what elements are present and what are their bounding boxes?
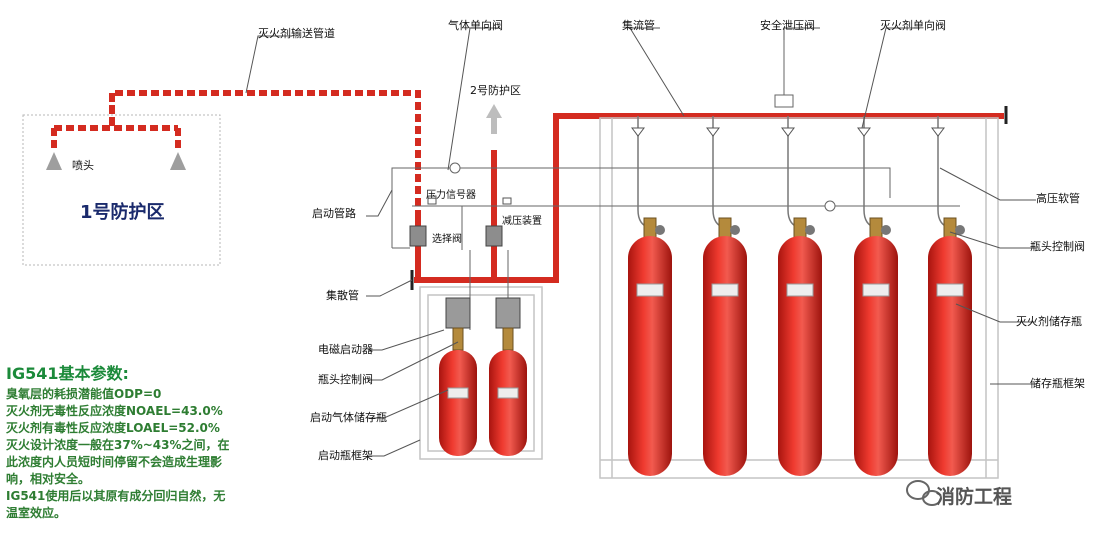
params-line: IG541使用后以其原有成分回归自然，无 — [6, 489, 226, 503]
protection-zone-1-box — [22, 114, 221, 266]
label-cylinder-head-valve-left: 瓶头控制阀 — [318, 373, 373, 386]
label-reducer: 减压装置 — [502, 216, 542, 227]
start-rack-frame — [419, 286, 543, 460]
label-agent-pipe: 灭火剂输送管道 — [258, 27, 335, 40]
params-line: 臭氧层的耗损潜能值ODP=0 — [6, 387, 162, 401]
params-line: 灭火剂无毒性反应浓度NOAEL=43.0% — [6, 404, 223, 418]
start-cylinders — [439, 297, 527, 456]
safety-relief-valve-icon — [774, 94, 794, 108]
params-line: 此浓度内人员短时间停留不会造成生理影 — [6, 455, 223, 469]
params-line: 温室效应。 — [6, 506, 67, 520]
nozzle-left-icon — [46, 152, 62, 170]
label-nozzle: 喷头 — [72, 159, 94, 172]
label-safety-relief-valve: 安全泄压阀 — [760, 19, 815, 32]
params-title: IG541基本参数: — [6, 364, 129, 383]
label-pressure-switch: 压力信号器 — [426, 190, 476, 201]
agent-cylinder-5 — [928, 116, 972, 476]
ig541-params: IG541基本参数: 臭氧层的耗损潜能值ODP=0 灭火剂无毒性反应浓度NOAE… — [6, 360, 296, 522]
start-cylinder-2 — [489, 297, 527, 456]
label-zone1: 1号防护区 — [80, 202, 165, 223]
agent-cylinder-1 — [628, 116, 672, 476]
label-agent-cylinder: 灭火剂储存瓶 — [1016, 315, 1082, 328]
selector-valve-1-icon — [409, 225, 427, 247]
start-cylinder-1 — [439, 297, 477, 456]
label-start-gas-cylinder: 启动气体储存瓶 — [310, 411, 387, 424]
label-gas-check-valve: 气体单向阀 — [448, 19, 503, 32]
label-selector-valve: 选择阀 — [432, 234, 462, 245]
agent-cylinders — [628, 116, 972, 476]
params-line: 响，相对安全。 — [6, 472, 91, 486]
params-line: 灭火剂有毒性反应浓度LOAEL=52.0% — [6, 421, 220, 435]
label-cylinder-head-valve-right: 瓶头控制阀 — [1030, 240, 1085, 253]
label-start-pipe: 启动管路 — [312, 207, 356, 220]
agent-cylinder-2 — [703, 116, 747, 476]
watermark-text: 消防工程 — [936, 486, 1013, 508]
start-pipeline — [391, 167, 960, 330]
zone2-arrow-icon — [486, 104, 502, 118]
reducer-icon — [502, 197, 512, 205]
label-collector: 集散管 — [326, 289, 359, 302]
agent-cylinder-3 — [778, 116, 822, 476]
params-line: 灭火设计浓度一般在37%~43%之间，在 — [6, 438, 230, 452]
label-solenoid: 电磁启动器 — [318, 343, 373, 356]
nozzle-right-icon — [170, 152, 186, 170]
label-high-pressure-hose: 高压软管 — [1036, 192, 1080, 205]
label-zone2: 2号防护区 — [470, 84, 521, 97]
start-check-valve-icon — [824, 200, 836, 212]
main-manifold-pipe — [414, 113, 1004, 283]
wechat-icon — [906, 480, 942, 506]
leader-lines — [245, 27, 1036, 457]
label-agent-check-valve: 灭火剂单向阀 — [880, 19, 946, 32]
gas-check-valve-icon — [449, 162, 461, 174]
label-storage-rack: 储存瓶框架 — [1030, 377, 1085, 390]
selector-valve-2-icon — [485, 225, 503, 247]
label-start-rack: 启动瓶框架 — [318, 449, 373, 462]
watermark: 消防工程 — [900, 482, 1012, 509]
agent-cylinder-4 — [854, 116, 898, 476]
label-manifold: 集流管 — [622, 19, 655, 32]
agent-delivery-pipe — [51, 90, 421, 218]
pressure-switch-icon — [427, 195, 437, 205]
